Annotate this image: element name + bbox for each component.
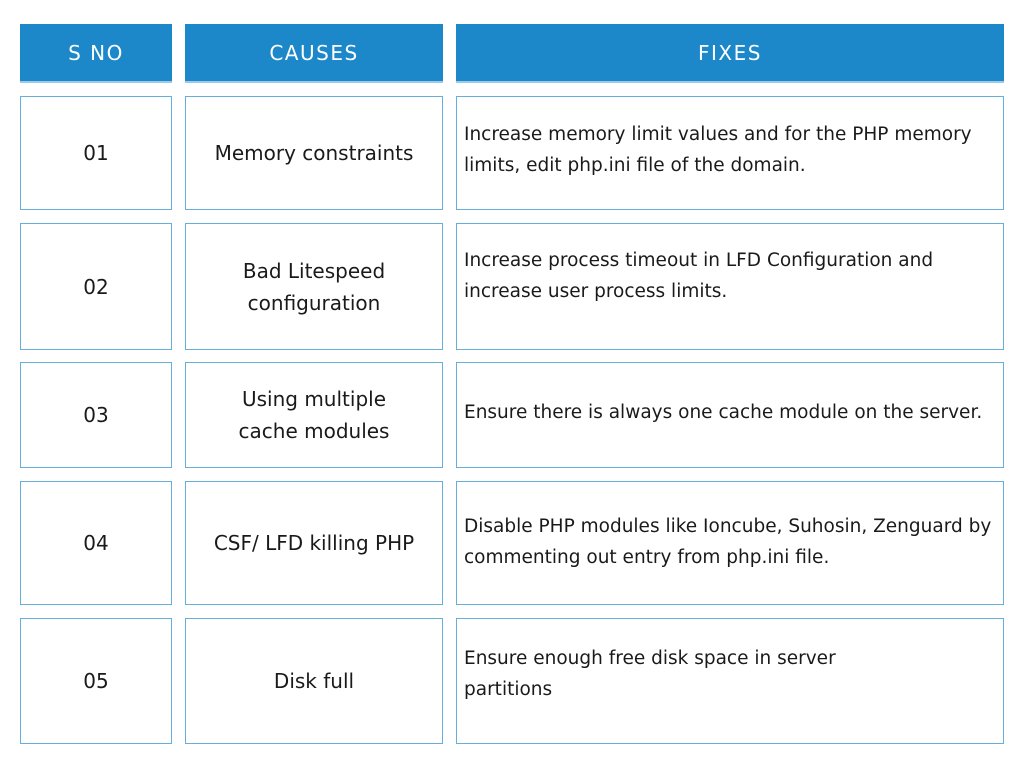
row-4-fix-cell: Disable PHP modules like Ioncube, Suhosi… [456, 481, 1004, 605]
row-5-fix: Ensure enough free disk space in server … [464, 648, 836, 700]
row-1-fix: Increase memory limit values and for the… [464, 124, 972, 176]
row-5-cause: Disk full [273, 669, 355, 693]
row-4-sno-cell: 04 [20, 481, 172, 605]
header-sno: S NO [20, 24, 172, 83]
row-1-fix-cell: Increase memory limit values and for the… [456, 96, 1004, 210]
row-2-cause-cell: Bad Litespeed configuration [185, 223, 443, 350]
row-3-sno-cell: 03 [20, 362, 172, 468]
row-1-cause: Memory constraints [214, 141, 414, 165]
header-causes-label: CAUSES [269, 40, 359, 65]
row-5-sno-cell: 05 [20, 618, 172, 744]
row-1-cause-cell: Memory constraints [185, 96, 443, 210]
row-3-fix-cell: Ensure there is always one cache module … [456, 362, 1004, 468]
row-2-sno: 02 [83, 274, 109, 299]
row-5-cause-cell: Disk full [185, 618, 443, 744]
row-3-sno: 03 [83, 403, 109, 427]
row-1-sno-cell: 01 [20, 96, 172, 210]
row-1-sno: 01 [83, 141, 109, 165]
row-4-cause-cell: CSF/ LFD killing PHP [185, 481, 443, 605]
header-fixes-label: FIXES [698, 40, 762, 65]
row-2-cause: Bad Litespeed configuration [242, 258, 386, 315]
row-5-fix-cell: Ensure enough free disk space in server … [456, 618, 1004, 744]
row-2-fix-cell: Increase process timeout in LFD Configur… [456, 223, 1004, 350]
row-4-fix: Disable PHP modules like Ioncube, Suhosi… [464, 516, 992, 568]
row-5-sno: 05 [83, 669, 109, 693]
row-4-sno: 04 [83, 531, 109, 555]
row-4-cause: CSF/ LFD killing PHP [213, 531, 415, 555]
row-2-fix: Increase process timeout in LFD Configur… [464, 249, 934, 302]
row-3-fix: Ensure there is always one cache module … [464, 401, 983, 423]
header-sno-label: S NO [68, 40, 124, 65]
row-2-sno-cell: 02 [20, 223, 172, 350]
row-3-cause: Using multiple cache modules [238, 387, 390, 443]
row-3-cause-cell: Using multiple cache modules [185, 362, 443, 468]
header-fixes: FIXES [456, 24, 1004, 83]
header-causes: CAUSES [185, 24, 443, 83]
